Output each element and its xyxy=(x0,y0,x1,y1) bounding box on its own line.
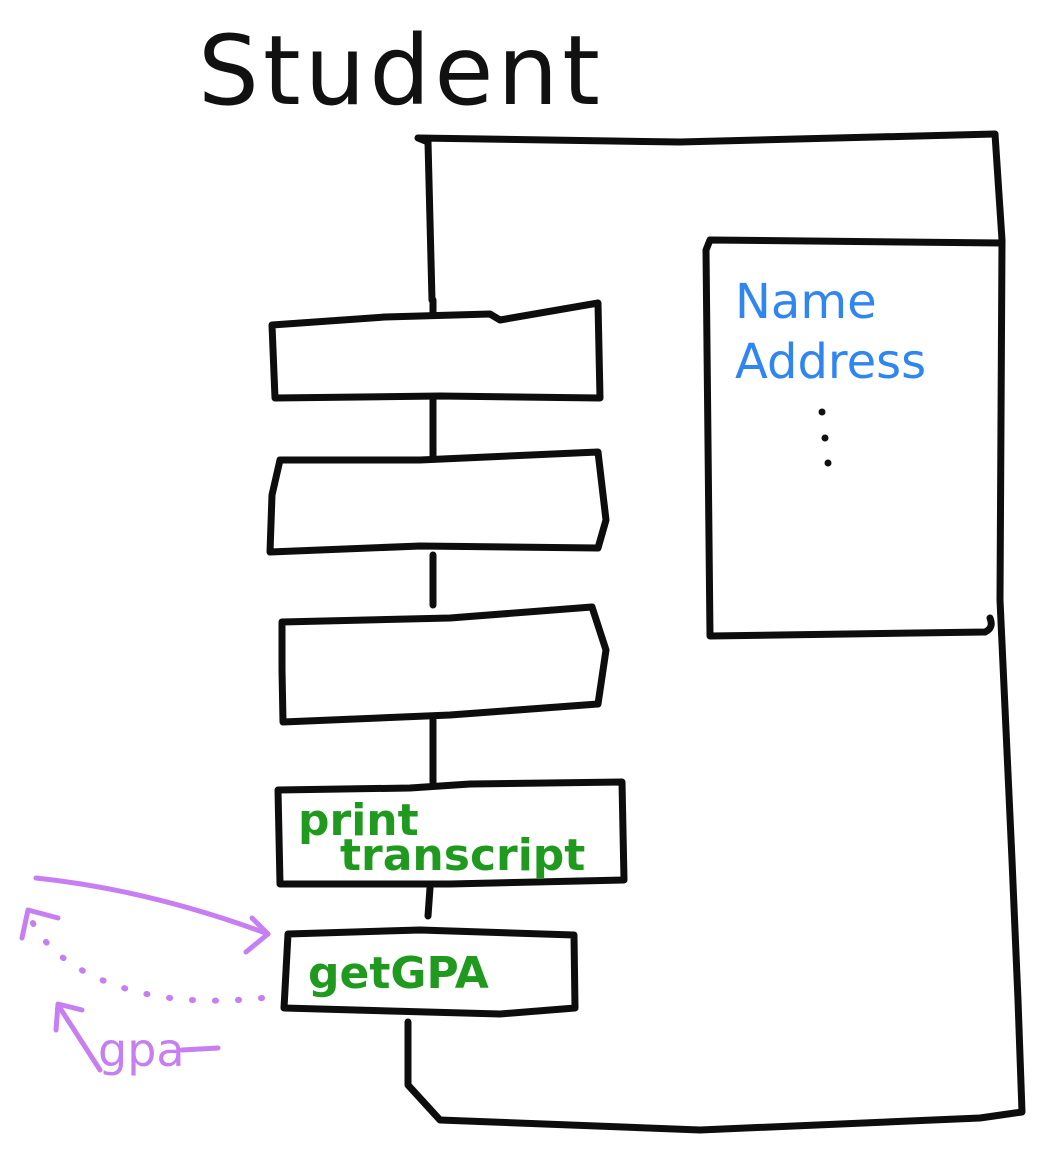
fields-panel-outline xyxy=(702,236,1006,640)
return-value-dash xyxy=(179,1045,221,1053)
object-title: Student xyxy=(198,15,604,127)
return-value-label: gpa xyxy=(98,1023,185,1077)
field-name: Name xyxy=(735,274,877,330)
method-label-get-gpa: getGPA xyxy=(308,948,489,999)
method-box-print-transcript[interactable]: print transcript xyxy=(274,778,628,888)
method-spine xyxy=(424,296,437,920)
method-box-2[interactable] xyxy=(266,448,610,556)
return-message-path xyxy=(19,907,265,1004)
call-message-arrow xyxy=(33,875,271,955)
return-arrowhead-icon xyxy=(19,907,61,941)
fields-ellipsis xyxy=(818,408,832,467)
method-box-get-gpa[interactable]: getGPA xyxy=(280,926,579,1018)
return-value-arrow-icon xyxy=(53,1001,103,1073)
return-value-group: gpa xyxy=(53,1001,221,1077)
object-body-outline xyxy=(404,130,1026,1134)
method-box-3[interactable] xyxy=(278,603,610,726)
call-arrowhead-icon xyxy=(243,915,271,955)
field-address: Address xyxy=(735,334,926,390)
method-box-1[interactable] xyxy=(268,299,604,402)
method-label-print: print xyxy=(298,795,419,846)
method-label-transcript: transcript xyxy=(340,830,585,881)
